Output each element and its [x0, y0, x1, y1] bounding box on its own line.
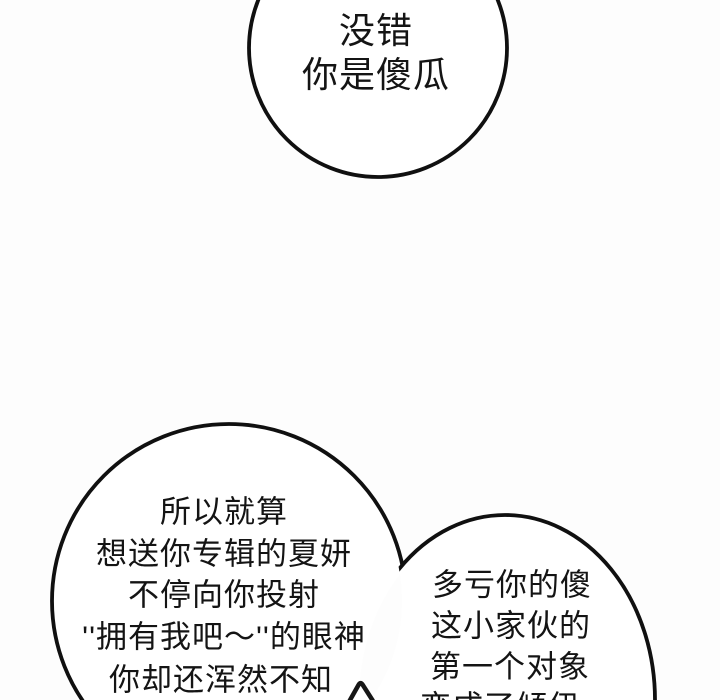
speech-text-line: 没错 — [338, 10, 414, 51]
speech-text-line: 想送你专辑的夏妍 — [96, 536, 352, 572]
speech-text-line: ''拥有我吧～''的眼神 — [82, 619, 366, 655]
speech-bubble-right-outline — [353, 513, 657, 700]
speech-text-line: 你却还浑然不知 — [109, 662, 333, 698]
speech-text-line: 不停向你投射 — [128, 577, 320, 613]
speech-text-line: 多亏你的傻 — [432, 567, 592, 603]
speech-bubble-top-outline — [247, 0, 509, 179]
speech-text-line: 第一个对象 — [430, 649, 590, 685]
speech-text-line: 变成了倾伊 — [420, 682, 580, 700]
speech-text-line: 你是傻瓜 — [301, 54, 451, 95]
spike-shape — [347, 680, 375, 700]
speech-text-line: 这小家伙的 — [431, 608, 591, 644]
speech-text-line: 所以就算 — [160, 494, 288, 530]
